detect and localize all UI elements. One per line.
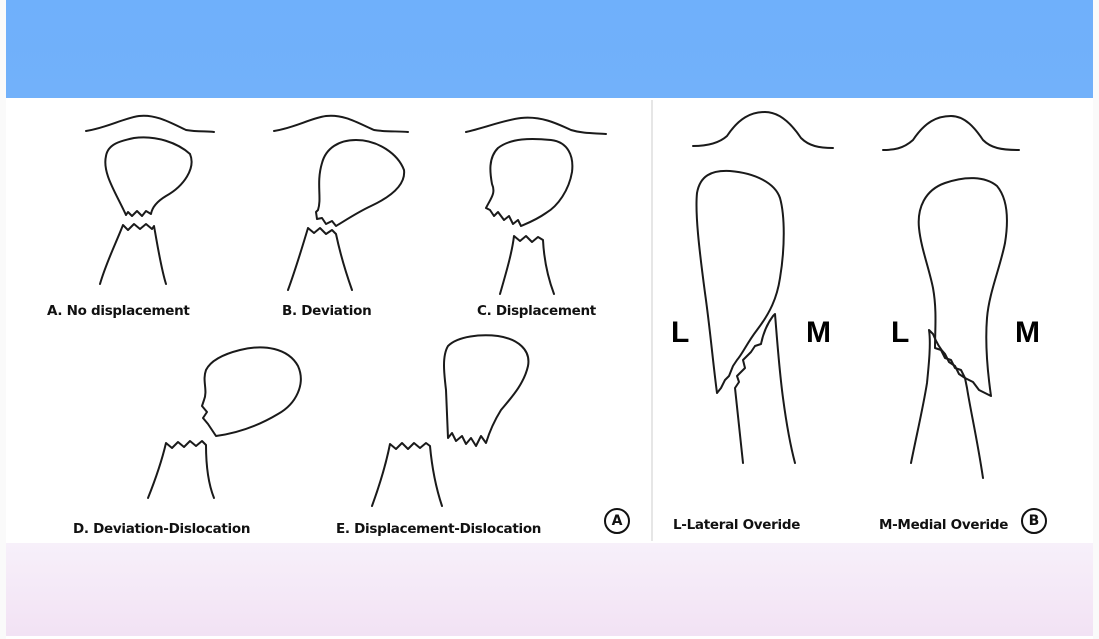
lateral-marker-2: L <box>891 316 909 350</box>
radial-head <box>316 140 404 226</box>
fracture-diagram-displacement-dislocation <box>372 335 528 506</box>
panel-b-badge: B <box>1021 508 1047 534</box>
figure-panel-b: L M L M L-Lateral Overide M-Medial Overi… <box>655 98 1093 543</box>
radial-shaft <box>148 441 214 498</box>
label-deviation: B. Deviation <box>282 303 371 319</box>
radial-head <box>105 137 191 216</box>
skin-contour <box>883 116 1019 150</box>
bottom-banner <box>6 543 1093 636</box>
radial-shaft <box>372 443 442 506</box>
fracture-diagram-no-displacement <box>86 116 214 284</box>
label-displacement-dislocation: E. Displacement-Dislocation <box>336 521 541 537</box>
skin-contour <box>693 112 833 148</box>
radial-shaft <box>288 228 352 290</box>
radial-shaft <box>500 236 554 294</box>
fracture-diagram-medial-override <box>883 116 1019 478</box>
medial-marker-2: M <box>1015 316 1040 350</box>
label-medial-override: M-Medial Overide <box>879 517 1008 533</box>
top-banner <box>6 0 1093 98</box>
fracture-diagram-deviation-dislocation <box>148 347 301 498</box>
label-lateral-override: L-Lateral Overide <box>673 517 800 533</box>
radial-head <box>444 335 528 446</box>
lateral-marker-1: L <box>671 316 689 350</box>
radial-shaft <box>100 224 166 284</box>
panel-a-drawings <box>6 98 649 543</box>
label-no-displacement: A. No displacement <box>47 303 190 319</box>
skin-contour <box>86 116 214 132</box>
figure-panel-a: A. No displacement B. Deviation C. Displ… <box>6 98 649 543</box>
radial-head-lateral <box>696 171 783 393</box>
radial-shaft-medial <box>911 330 983 478</box>
fracture-diagram-lateral-override <box>693 112 833 463</box>
fracture-diagram-displacement <box>466 118 606 294</box>
medial-marker-1: M <box>806 316 831 350</box>
skin-contour <box>466 118 606 134</box>
right-edge <box>1093 0 1099 639</box>
panel-a-badge: A <box>604 508 630 534</box>
radial-head <box>202 347 301 436</box>
skin-contour <box>274 116 408 132</box>
label-displacement: C. Displacement <box>477 303 596 319</box>
label-deviation-dislocation: D. Deviation-Dislocation <box>73 521 250 537</box>
fracture-diagram-deviation <box>274 116 408 290</box>
radial-head <box>486 139 572 226</box>
radial-head-medial <box>919 178 1007 396</box>
panel-divider <box>651 100 653 541</box>
radial-shaft-lateral <box>735 314 795 463</box>
